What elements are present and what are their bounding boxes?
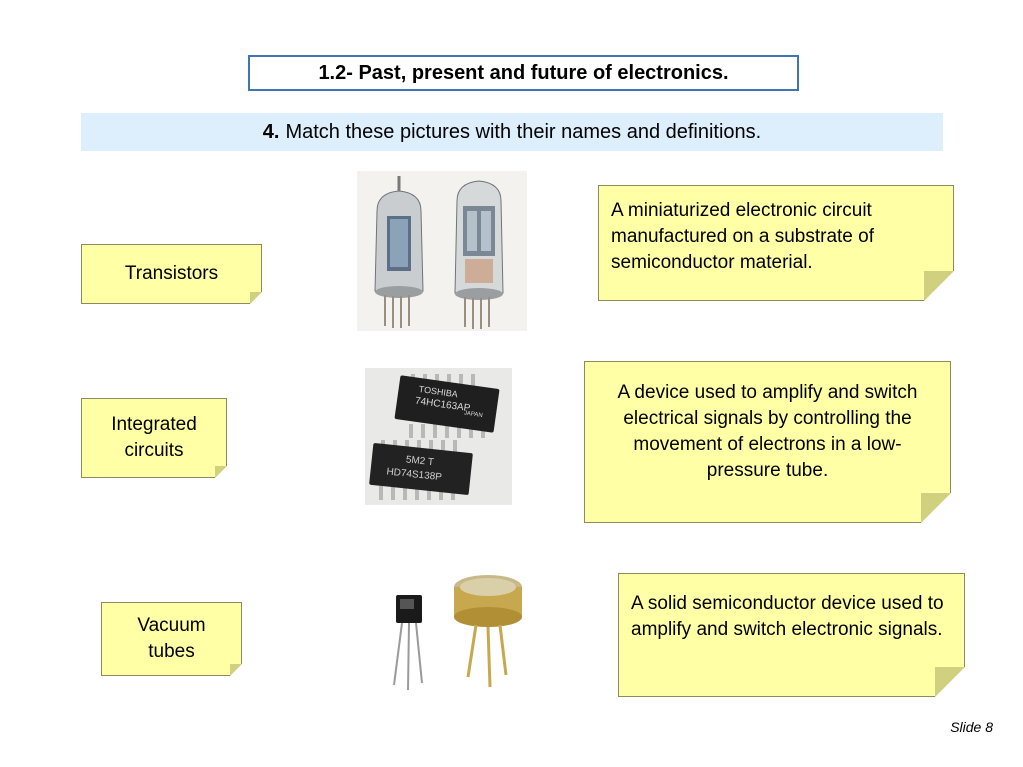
definition-card-3[interactable]: A solid semiconductor device used to amp…: [618, 573, 965, 697]
name-label: Integrated circuits: [111, 414, 197, 461]
instruction-banner: 4. Match these pictures with their names…: [81, 113, 943, 151]
page-curl: [250, 292, 262, 304]
name-label: Transistors: [124, 263, 219, 284]
page-curl: [215, 466, 227, 478]
instruction-number: 4.: [262, 120, 280, 143]
vacuum-tube-photo: [357, 171, 527, 331]
chip1-origin: JAPAN: [463, 410, 483, 419]
definition-text: A miniaturized electronic circuit manufa…: [611, 200, 874, 273]
instruction-text: Match these pictures with their names an…: [285, 120, 762, 143]
name-card-vacuum-tubes[interactable]: Vacuum tubes: [101, 602, 242, 676]
slide-number: Slide 8: [950, 719, 993, 735]
definition-text: A solid semiconductor device used to amp…: [631, 593, 944, 640]
page-curl: [924, 271, 954, 301]
name-card-transistors[interactable]: Transistors: [81, 244, 262, 304]
integrated-circuit-photo: TOSHIBA 74HC163AP JAPAN 5M2 T HD74S138P: [365, 368, 512, 505]
page-curl: [921, 493, 951, 523]
definition-card-2[interactable]: A device used to amplify and switch elec…: [584, 361, 951, 523]
page-curl: [230, 664, 242, 676]
page-curl: [935, 667, 965, 697]
chip2-code: 5M2 T: [405, 454, 434, 468]
name-card-integrated-circuits[interactable]: Integrated circuits: [81, 398, 227, 478]
slide-title: 1.2- Past, present and future of electro…: [248, 55, 799, 91]
definition-text: A device used to amplify and switch elec…: [617, 382, 918, 481]
name-label: Vacuum tubes: [137, 615, 206, 662]
transistor-photo: [378, 565, 528, 695]
definition-card-1[interactable]: A miniaturized electronic circuit manufa…: [598, 185, 954, 301]
